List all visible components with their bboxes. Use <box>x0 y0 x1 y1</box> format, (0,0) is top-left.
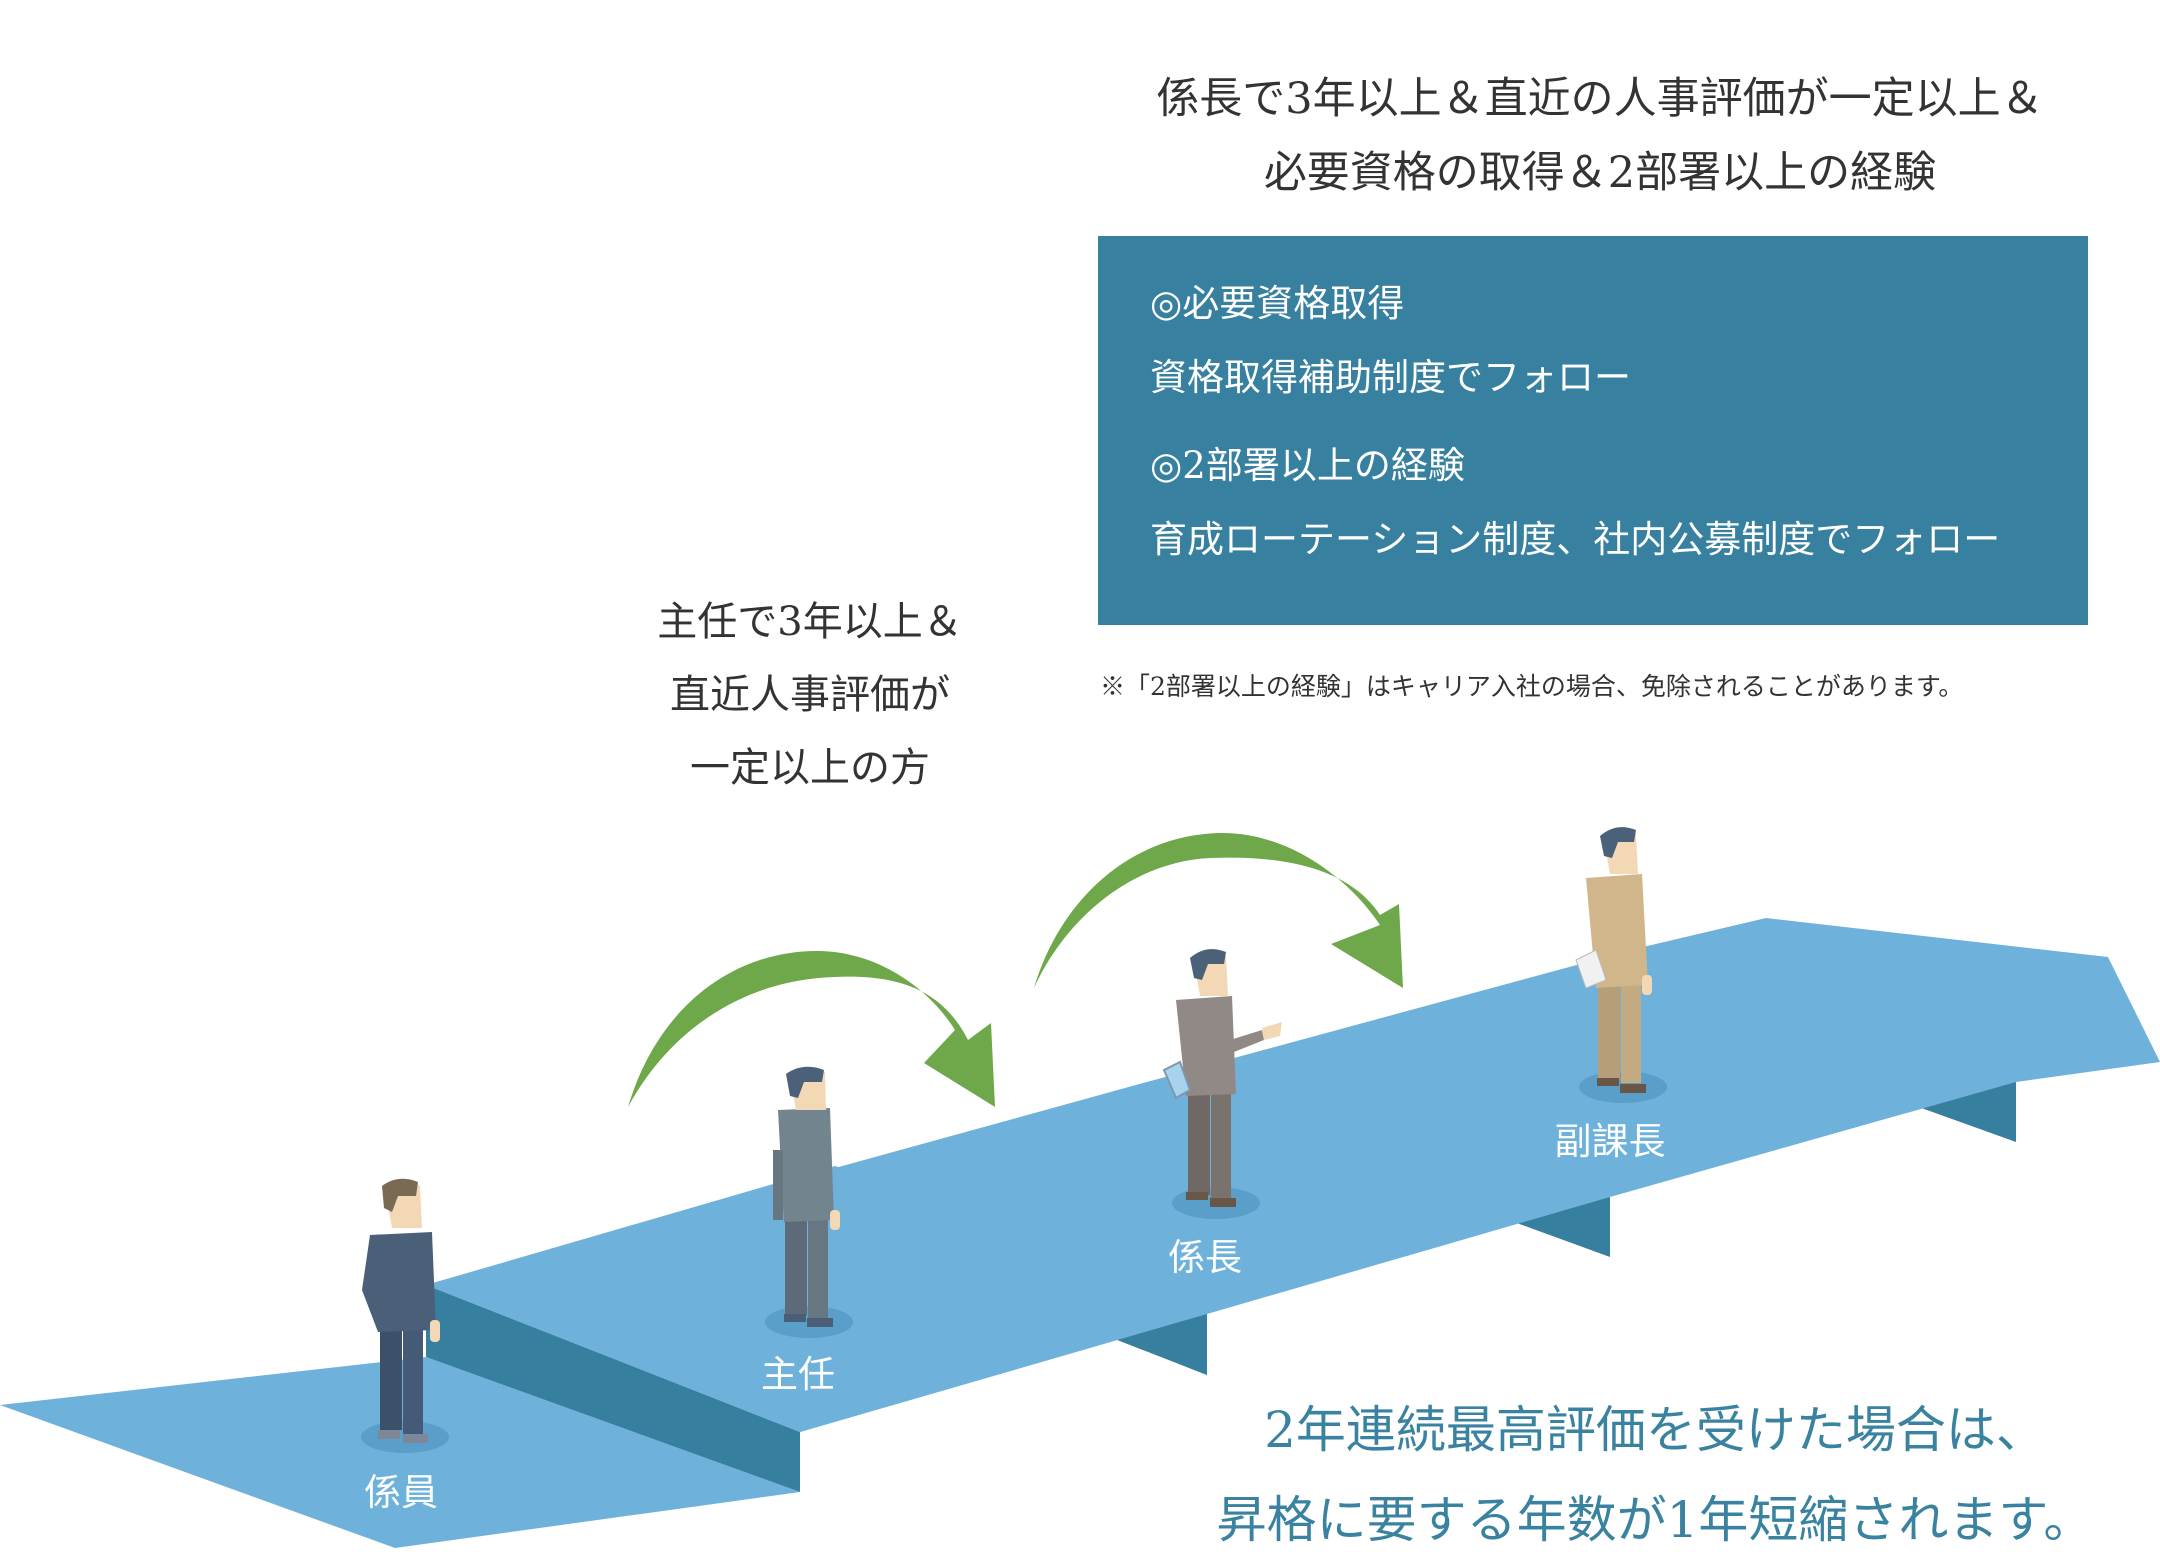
step-label-shunin: 主任 <box>761 1353 835 1396</box>
person-kakariin-icon <box>362 1178 440 1443</box>
arrow-1-icon <box>628 950 995 1107</box>
shunin-condition-line-1: 主任で3年以上＆ <box>657 599 963 645</box>
condition-line-2: 必要資格の取得＆2部署以上の経験 <box>1263 148 1937 198</box>
fast-track-line-1: 2年連続最高評価を受けた場合は、 <box>1264 1401 2046 1459</box>
support-item-1-title: ◎必要資格取得 <box>1150 282 1405 325</box>
step-label-fukukacho: 副課長 <box>1554 1120 1666 1163</box>
step-label-kakaricho: 係長 <box>1168 1236 1242 1279</box>
step-5-top <box>1643 918 2160 1082</box>
support-item-2-desc: 育成ローテーション制度、社内公募制度でフォロー <box>1150 518 2001 561</box>
support-item-2-title: ◎2部署以上の経験 <box>1150 444 1465 487</box>
fast-track-note: 2年連続最高評価を受けた場合は、 昇格に要する年数が1年短縮されます。 <box>1150 1385 2160 1565</box>
support-item-1-desc: 資格取得補助制度でフォロー <box>1150 356 1631 399</box>
fast-track-line-2: 昇格に要する年数が1年短縮されます。 <box>1216 1491 2094 1549</box>
step-label-kakariin: 係員 <box>364 1471 438 1514</box>
condition-line-1: 係長で3年以上＆直近の人事評価が一定以上＆ <box>1156 74 2044 124</box>
support-system-box: ◎必要資格取得 資格取得補助制度でフォロー ◎2部署以上の経験 育成ローテーショ… <box>1098 236 2088 625</box>
arrow-2-icon <box>1034 832 1403 988</box>
person-shunin-icon <box>773 1066 840 1327</box>
step-1-riser <box>426 1285 800 1492</box>
shunin-condition-line-2: 直近人事評価が <box>670 672 950 718</box>
shunin-promotion-condition: 主任で3年以上＆ 直近人事評価が 一定以上の方 <box>610 586 1010 805</box>
kakaricho-promotion-condition: 係長で3年以上＆直近の人事評価が一定以上＆ 必要資格の取得＆2部署以上の経験 <box>1100 62 2100 210</box>
person-kakaricho-icon <box>1162 949 1282 1207</box>
person-fukukacho-icon <box>1575 827 1652 1093</box>
footnote: ※「2部署以上の経験」はキャリア入社の場合、免除されることがあります。 <box>1100 672 1964 701</box>
shunin-condition-line-3: 一定以上の方 <box>690 745 930 791</box>
